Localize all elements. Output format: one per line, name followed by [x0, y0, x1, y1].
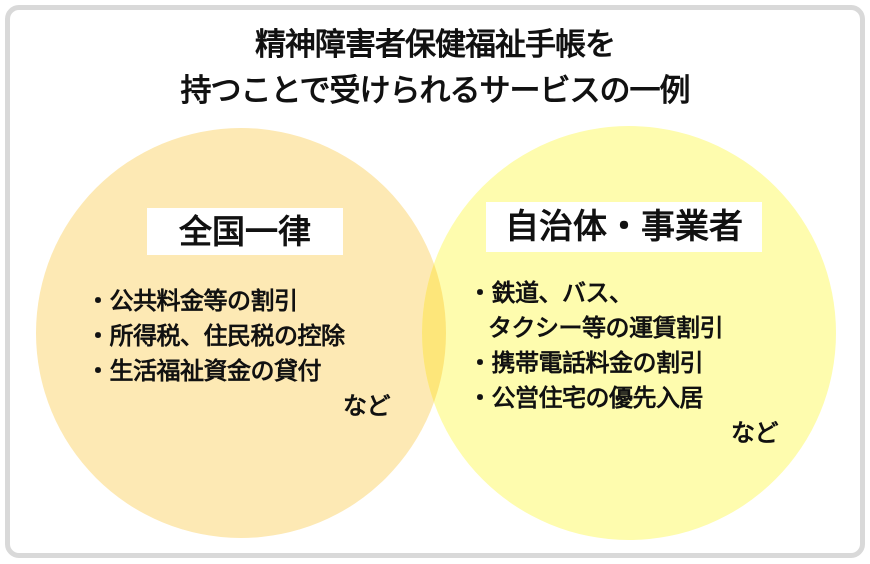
venn-circle-left — [36, 128, 446, 538]
list-item: ・生活福祉資金の貸付 — [86, 357, 322, 385]
left-circle-label: 全国一律 — [147, 208, 343, 255]
title-line-1: 精神障害者保健福祉手帳を — [255, 27, 616, 63]
right-service-list: ・鉄道、バス、 タクシー等の運賃割引 ・携帯電話料金の割引 ・公営住宅の優先入居… — [468, 276, 779, 451]
list-item-continuation: タクシー等の運賃割引 — [488, 314, 724, 342]
list-etc: など — [343, 392, 391, 420]
diagram-title: 精神障害者保健福祉手帳を 持つことで受けられるサービスの一例 — [0, 22, 870, 114]
list-item: ・公営住宅の優先入居 — [468, 384, 704, 412]
title-line-2: 持つことで受けられるサービスの一例 — [180, 73, 690, 109]
list-item: ・鉄道、バス、 — [468, 279, 633, 307]
left-service-list: ・公共料金等の割引 ・所得税、住民税の控除 ・生活福祉資金の貸付 など — [86, 284, 391, 424]
list-item: ・携帯電話料金の割引 — [468, 349, 704, 377]
list-item: ・公共料金等の割引 — [86, 287, 298, 315]
right-circle-label: 自治体・事業者 — [486, 202, 762, 252]
list-item: ・所得税、住民税の控除 — [86, 322, 345, 350]
list-etc: など — [731, 419, 779, 447]
